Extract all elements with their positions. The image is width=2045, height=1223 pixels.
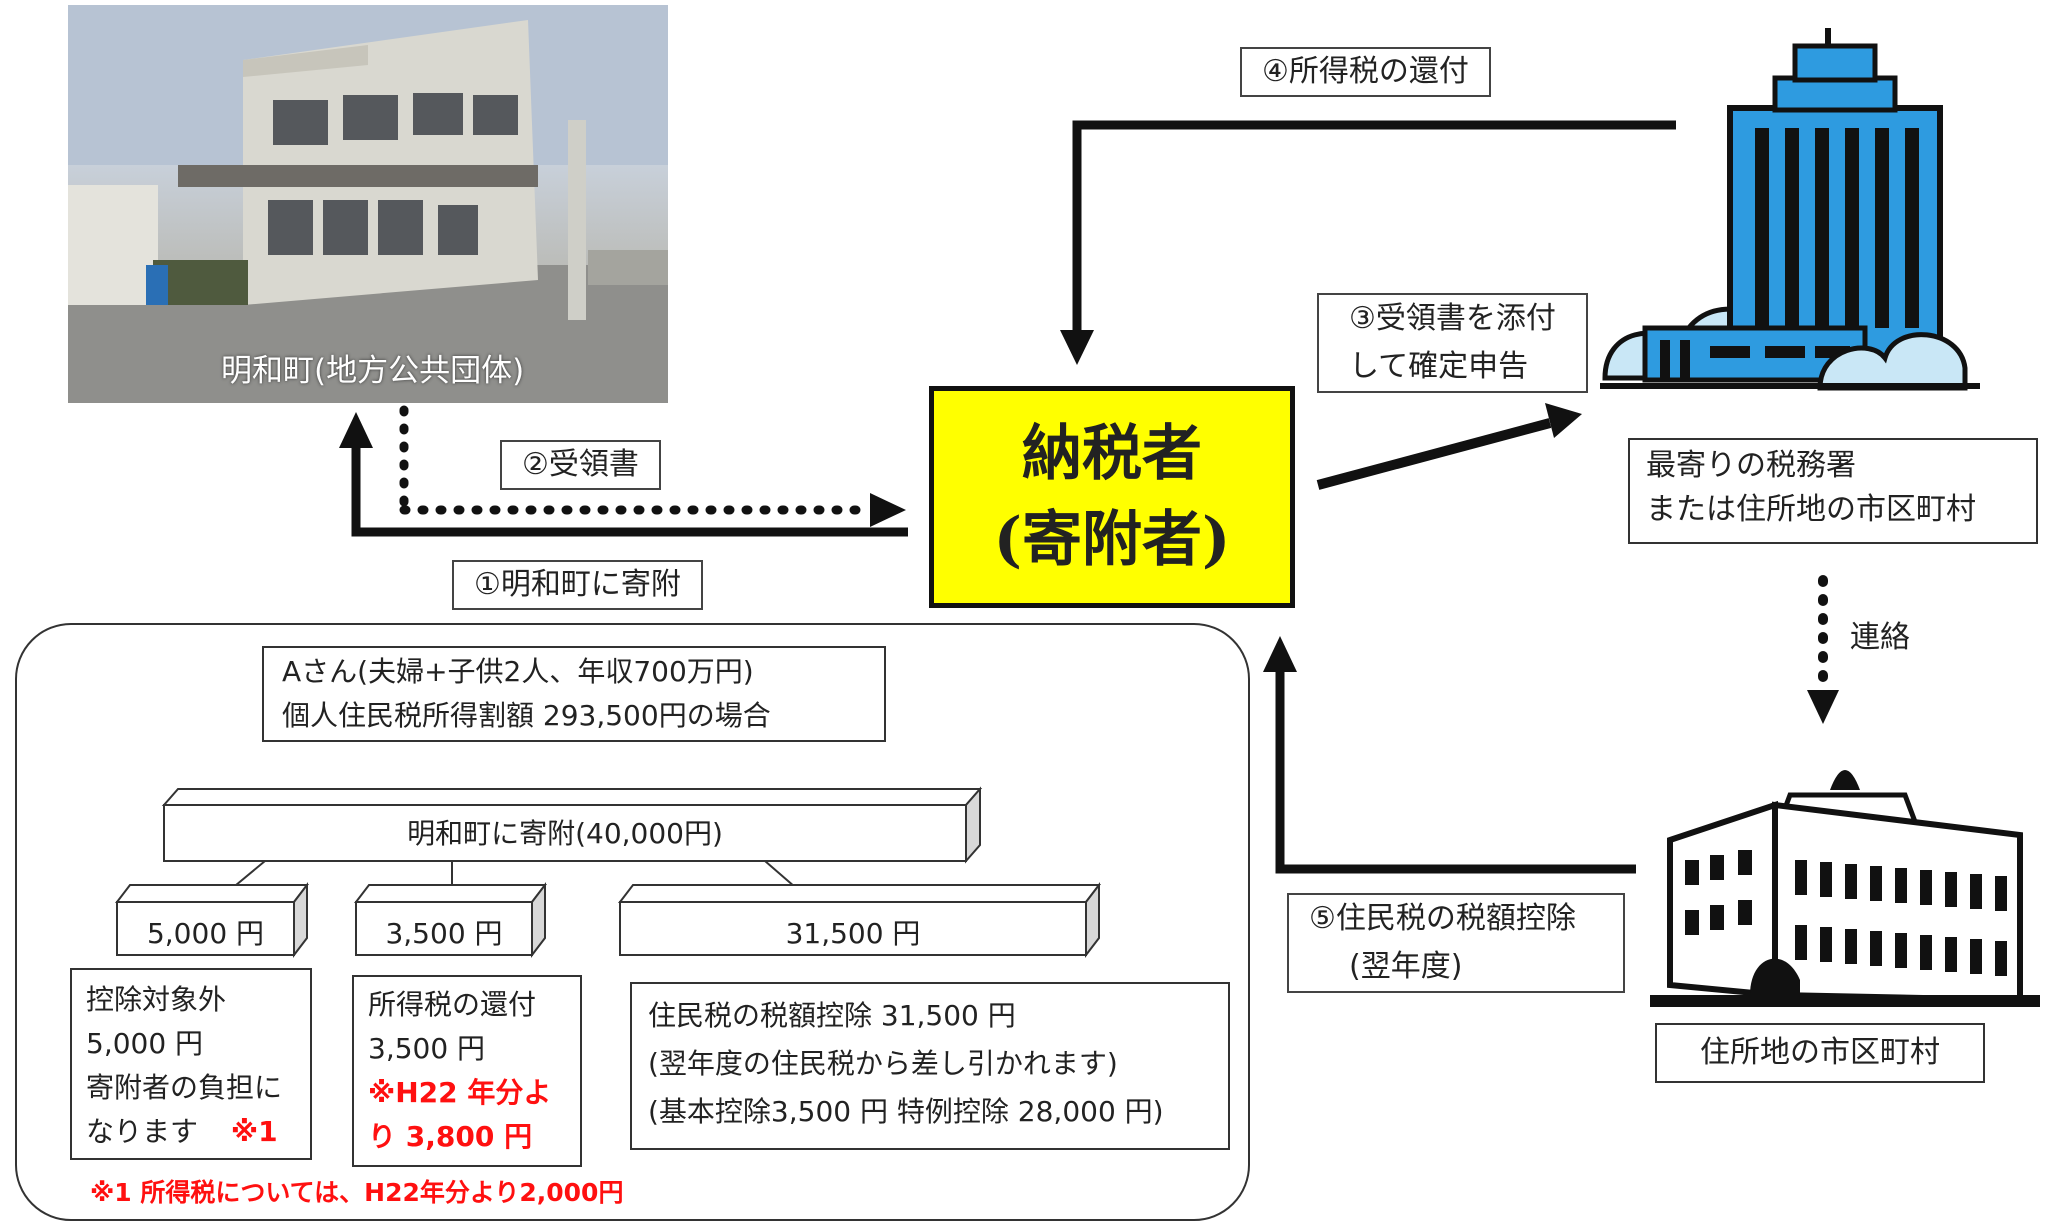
contact-label: 連絡 xyxy=(1850,620,1910,655)
arrow-resident-tax xyxy=(1263,636,1636,874)
step-donation-label: ①明和町に寄附 xyxy=(452,560,703,610)
example-header-line2: 個人住民税所得割額 293,500円の場合 xyxy=(282,699,771,732)
detail-box-income-tax-refund: 所得税の還付 3,500 円 ※H22 年分よ り 3,800 円 xyxy=(352,975,582,1167)
step-receipt-label: ②受領書 xyxy=(500,440,661,490)
detail-2-note2: り 3,800 円 xyxy=(368,1120,533,1153)
tax-office-line2: または住所地の市区町村 xyxy=(1646,492,1976,527)
example-header-line1: Aさん(夫婦+子供2人、年収700万円) xyxy=(282,655,754,688)
step-tax-return-line2: して確定申告 xyxy=(1349,349,1529,384)
arrow-receipt xyxy=(399,405,906,527)
footnote: ※1 所得税については、H22年分より2,000円 xyxy=(90,1178,624,1207)
amount-label-2: 3,500 円 xyxy=(385,917,503,950)
amount-box-3d-2 xyxy=(353,882,548,958)
tax-office-line1: 最寄りの税務署 xyxy=(1646,448,1856,483)
detail-box-non-deductible: 控除対象外 5,000 円 寄附者の負担に なります ※1 xyxy=(70,968,312,1160)
taxpayer-box: 納税者 (寄附者) xyxy=(929,386,1295,608)
municipal-office-photo: 明和町(地方公共団体) xyxy=(68,5,668,403)
taxpayer-title: 納税者 xyxy=(1022,419,1202,489)
detail-box-resident-tax-deduction: 住民税の税額控除 31,500 円 (翌年度の住民税から差し引かれます) (基本… xyxy=(630,982,1230,1150)
city-hall-label: 住所地の市区町村 xyxy=(1700,1035,1940,1070)
building-illustration xyxy=(68,5,668,403)
detail-1-line1: 控除対象外 xyxy=(86,983,227,1016)
detail-1-line4-wrap: なります ※1 xyxy=(86,1110,296,1154)
footnote-mark: ※1 xyxy=(230,1115,278,1148)
step-tax-return-line1: ③受領書を添付 xyxy=(1349,301,1556,336)
city-hall-label-box: 住所地の市区町村 xyxy=(1655,1023,1985,1083)
taxpayer-subtitle: (寄附者) xyxy=(993,505,1231,575)
step-tax-return-label: ③受領書を添付 して確定申告 xyxy=(1317,293,1588,393)
amount-label-1: 5,000 円 xyxy=(146,917,265,950)
arrow-refund xyxy=(1060,120,1676,365)
detail-1-line3: 寄附者の負担に xyxy=(86,1071,283,1104)
detail-2-line2: 3,500 円 xyxy=(368,1032,486,1065)
amount-box-3d-1 xyxy=(114,882,310,958)
donation-box-3d xyxy=(161,786,983,864)
arrow-contact xyxy=(1807,575,1839,724)
detail-1-line2: 5,000 円 xyxy=(86,1027,204,1060)
step-refund-label: ④所得税の還付 xyxy=(1240,47,1491,97)
detail-1-line4: なります xyxy=(86,1115,199,1148)
amount-label-3: 31,500 円 xyxy=(785,917,921,950)
tax-office-label-box: 最寄りの税務署 または住所地の市区町村 xyxy=(1628,438,2038,544)
detail-2-note1: ※H22 年分よ xyxy=(368,1076,552,1109)
arrow-tax-return xyxy=(1316,403,1582,490)
amount-box-3d-3 xyxy=(617,882,1102,958)
tax-office-icon xyxy=(1600,28,1980,391)
detail-2-line1: 所得税の還付 xyxy=(368,988,537,1021)
example-header-box: Aさん(夫婦+子供2人、年収700万円) 個人住民税所得割額 293,500円の… xyxy=(262,646,886,742)
detail-3-line1: 住民税の税額控除 31,500 円 xyxy=(648,999,1016,1032)
donation-amount-label: 明和町に寄附(40,000円) xyxy=(407,817,723,850)
city-hall-icon xyxy=(1650,770,2040,1007)
example-panel xyxy=(15,623,1250,1221)
step-resident-tax-label: ⑤住民税の税額控除 (翌年度) xyxy=(1287,893,1625,993)
detail-3-line2: (翌年度の住民税から差し引かれます) xyxy=(648,1047,1118,1080)
municipality-label: 明和町(地方公共団体) xyxy=(221,353,525,389)
arrow-donation xyxy=(339,412,908,537)
step-resident-tax-line1: ⑤住民税の税額控除 xyxy=(1309,901,1576,936)
step-resident-tax-line2: (翌年度) xyxy=(1349,949,1463,984)
detail-3-line3: (基本控除3,500 円 特例控除 28,000 円) xyxy=(648,1095,1164,1128)
